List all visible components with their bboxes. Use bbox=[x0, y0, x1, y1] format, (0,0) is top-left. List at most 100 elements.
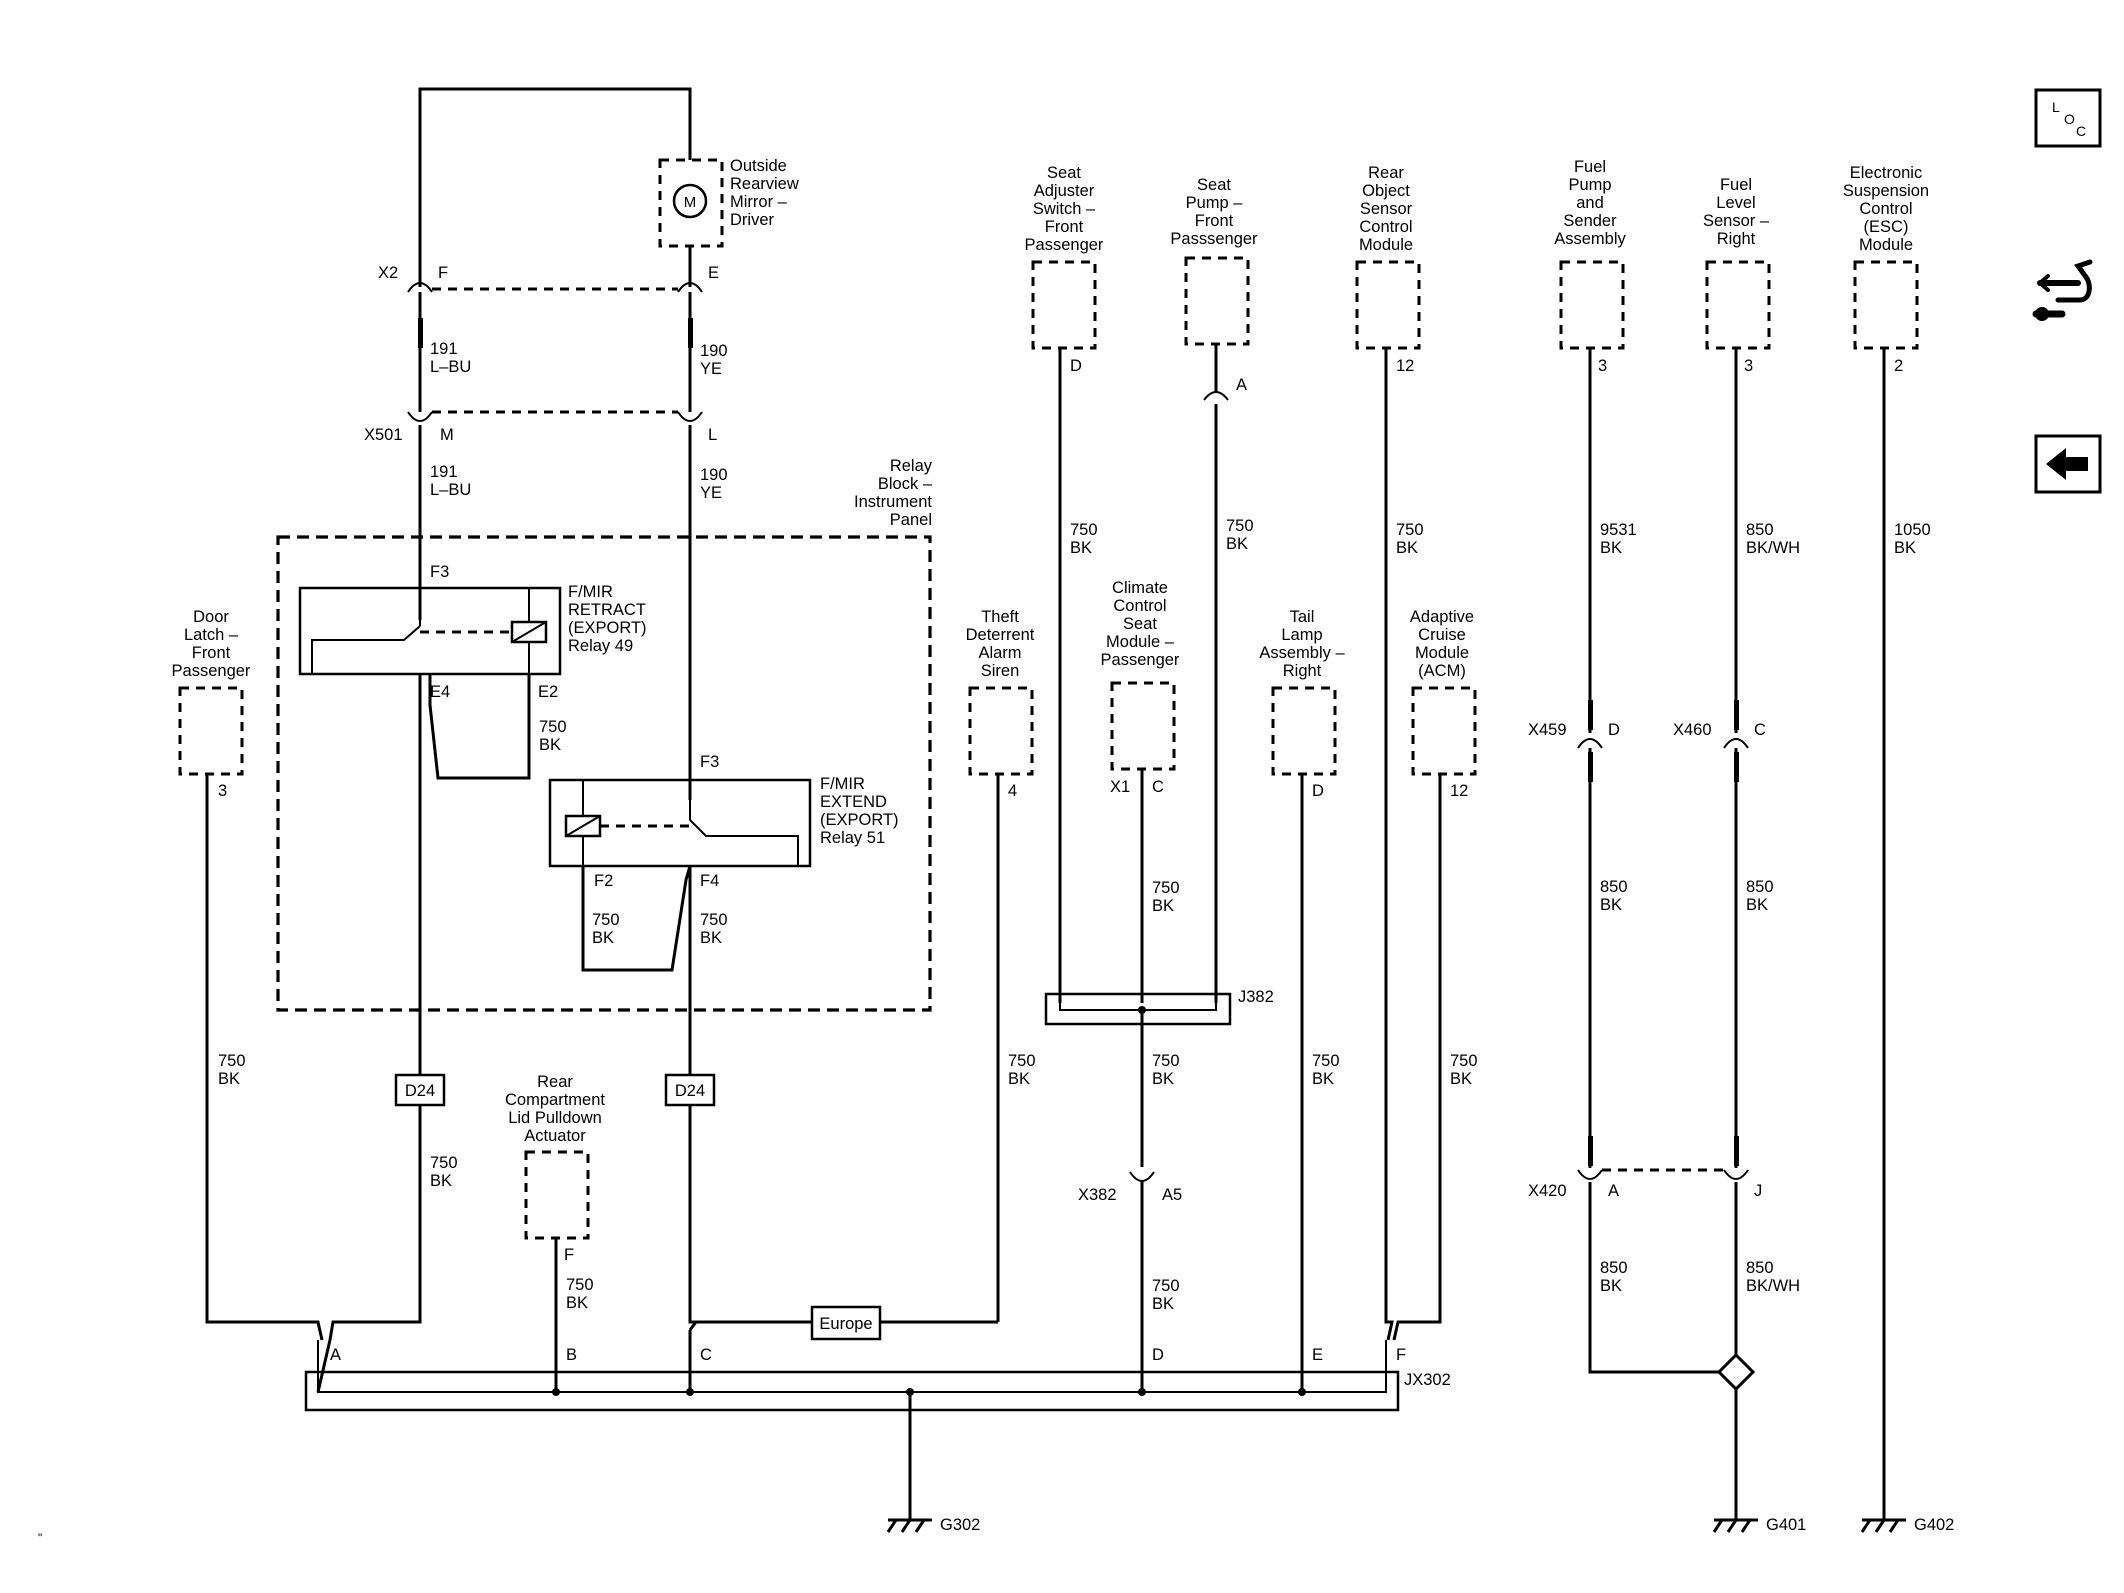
svg-text:Tail: Tail bbox=[1290, 608, 1315, 626]
svg-text:B: B bbox=[566, 1346, 577, 1364]
svg-text:Passsenger: Passsenger bbox=[1170, 230, 1258, 248]
seat-adjuster-label: Seat Adjuster Switch – Front Passenger bbox=[1025, 164, 1104, 254]
svg-text:Module: Module bbox=[1415, 644, 1469, 662]
connector-d24-right: D24 bbox=[664, 1073, 716, 1107]
svg-text:A: A bbox=[1236, 376, 1247, 394]
connector-x460: X460 C bbox=[1673, 721, 1766, 749]
svg-text:Seat: Seat bbox=[1123, 615, 1157, 633]
svg-text:Control: Control bbox=[1859, 200, 1912, 218]
svg-text:Front: Front bbox=[1045, 218, 1084, 236]
svg-text:BK: BK bbox=[1152, 897, 1174, 915]
fuel-pump-label: Fuel Pump and Sender Assembly bbox=[1554, 158, 1626, 248]
climate-label: Climate Control Seat Module – Passenger bbox=[1101, 579, 1180, 669]
svg-text:750: 750 bbox=[1152, 1277, 1180, 1295]
svg-text:J382: J382 bbox=[1238, 988, 1274, 1006]
svg-text:G302: G302 bbox=[940, 1516, 980, 1534]
svg-text:750: 750 bbox=[430, 1154, 458, 1172]
svg-text:F2: F2 bbox=[594, 872, 613, 890]
door-latch-label: Door Latch – Front Passenger bbox=[172, 608, 251, 680]
splice-diamond bbox=[1716, 1352, 1756, 1392]
svg-text:E4: E4 bbox=[430, 683, 450, 701]
back-arrow-icon bbox=[2046, 448, 2088, 480]
svg-text:BK: BK bbox=[1008, 1070, 1030, 1088]
svg-text:A: A bbox=[330, 1346, 341, 1364]
svg-text:M: M bbox=[440, 426, 454, 444]
rear-compartment-lid-actuator: Rear Compartment Lid Pulldown Actuator F… bbox=[505, 1073, 605, 1392]
svg-text:Lid Pulldown: Lid Pulldown bbox=[508, 1109, 602, 1127]
svg-text:Object: Object bbox=[1362, 182, 1410, 200]
svg-text:Rear: Rear bbox=[1368, 164, 1404, 182]
svg-text:750: 750 bbox=[1450, 1052, 1478, 1070]
svg-text:BK: BK bbox=[1450, 1070, 1472, 1088]
ground-g302: G302 bbox=[886, 1516, 980, 1534]
svg-text:Passenger: Passenger bbox=[1025, 236, 1104, 254]
svg-text:Suspension: Suspension bbox=[1843, 182, 1929, 200]
climate-control-seat-module: Climate Control Seat Module – Passenger … bbox=[1101, 579, 1180, 1003]
svg-text:190: 190 bbox=[700, 342, 728, 360]
mirror-label: Outside Rearview Mirror – Driver bbox=[730, 157, 799, 229]
svg-text:E: E bbox=[708, 264, 719, 282]
svg-text:D: D bbox=[1070, 357, 1082, 375]
relay-block-instrument-panel: Relay Block – Instrument Panel F3 F/MIR … bbox=[276, 457, 933, 1318]
svg-text:850: 850 bbox=[1746, 878, 1774, 896]
svg-text:Siren: Siren bbox=[981, 662, 1020, 680]
svg-text:D: D bbox=[1152, 1346, 1164, 1364]
esc-module: Electronic Suspension Control (ESC) Modu… bbox=[1843, 164, 1931, 1520]
svg-text:X459: X459 bbox=[1528, 721, 1567, 739]
svg-text:O: O bbox=[2064, 111, 2075, 127]
svg-text:190: 190 bbox=[700, 466, 728, 484]
svg-text:E: E bbox=[1312, 1346, 1323, 1364]
svg-text:Cruise: Cruise bbox=[1418, 626, 1466, 644]
svg-text:3: 3 bbox=[1598, 357, 1607, 375]
svg-text:BK: BK bbox=[1070, 539, 1092, 557]
svg-text:191: 191 bbox=[430, 340, 458, 358]
svg-text:Block –: Block – bbox=[878, 475, 933, 493]
connector-view-button[interactable] bbox=[2030, 255, 2104, 325]
rear-lid-label: Rear Compartment Lid Pulldown Actuator bbox=[505, 1073, 605, 1145]
connector-x382: X382 A5 bbox=[1078, 1171, 1182, 1204]
splice-j382: J382 bbox=[1044, 988, 1274, 1026]
svg-text:F/MIR: F/MIR bbox=[820, 775, 865, 793]
svg-text:750: 750 bbox=[1226, 517, 1254, 535]
svg-text:and: and bbox=[1576, 194, 1604, 212]
acm-label: Adaptive Cruise Module (ACM) bbox=[1410, 608, 1474, 680]
svg-text:750: 750 bbox=[592, 911, 620, 929]
svg-text:BK: BK bbox=[592, 929, 614, 947]
svg-text:Driver: Driver bbox=[730, 211, 775, 229]
svg-text:BK: BK bbox=[218, 1070, 240, 1088]
svg-text:Adjuster: Adjuster bbox=[1034, 182, 1095, 200]
loc-button[interactable]: L O C bbox=[2034, 88, 2102, 148]
svg-text:Mirror –: Mirror – bbox=[730, 193, 788, 211]
svg-text:750: 750 bbox=[1070, 521, 1098, 539]
svg-text:X460: X460 bbox=[1673, 721, 1712, 739]
back-button[interactable] bbox=[2034, 434, 2102, 494]
svg-text:Module: Module bbox=[1859, 236, 1913, 254]
loc-icon: L O C bbox=[2052, 99, 2086, 139]
svg-text:(EXPORT): (EXPORT) bbox=[568, 619, 647, 637]
svg-text:Sensor: Sensor bbox=[1360, 200, 1413, 218]
svg-text:C: C bbox=[1152, 778, 1164, 796]
svg-text:J: J bbox=[1754, 1182, 1762, 1200]
svg-text:Relay 51: Relay 51 bbox=[820, 829, 885, 847]
tail-lamp-label: Tail Lamp Assembly – Right bbox=[1259, 608, 1345, 680]
svg-text:D24: D24 bbox=[405, 1082, 435, 1100]
svg-text:BK: BK bbox=[566, 1294, 588, 1312]
svg-text:D: D bbox=[1312, 782, 1324, 800]
svg-text:Passenger: Passenger bbox=[1101, 651, 1180, 669]
fuel-level-label: Fuel Level Sensor – Right bbox=[1703, 176, 1770, 248]
svg-text:Module –: Module – bbox=[1106, 633, 1175, 651]
connector-x2: X2 F E bbox=[378, 264, 719, 293]
svg-text:Theft: Theft bbox=[981, 608, 1019, 626]
